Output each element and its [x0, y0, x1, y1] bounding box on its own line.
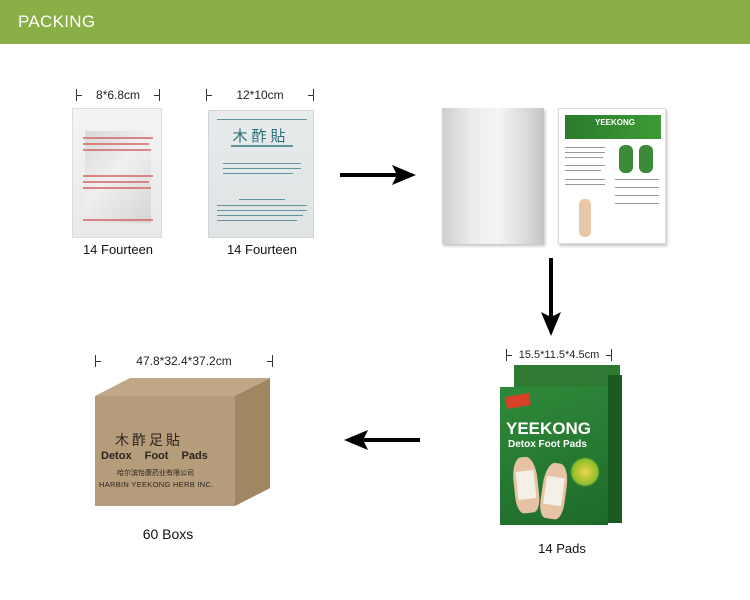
dimension-label: 12*10cm [236, 88, 284, 102]
flame-graphic [570, 457, 600, 487]
sachet-print-line [223, 163, 301, 164]
instruction-manual-image: YEEKONG [558, 108, 666, 244]
inner-pouch-image [72, 108, 162, 238]
manual-text-line [565, 165, 605, 166]
caption-sachet: 14 Fourteen [226, 242, 298, 257]
pouch-print-line [83, 175, 153, 177]
dimension-label: 8*6.8cm [95, 88, 141, 102]
pouch-print-line [83, 187, 151, 189]
dimension-tick-left-icon [95, 355, 103, 367]
foot-chart-right [639, 145, 653, 173]
arrow-left-icon [344, 430, 420, 450]
sachet-print-line [217, 220, 297, 221]
dimension-label: 15.5*11.5*4.5cm [518, 349, 600, 361]
paper-sachet-image: 木酢貼 [208, 110, 314, 238]
manual-text-line [565, 170, 601, 171]
sachet-print-line [217, 119, 307, 120]
dimension-tick-right-icon [604, 349, 612, 361]
manual-text-line [565, 147, 605, 148]
dimension-tick-right-icon [265, 355, 273, 367]
pouch-print-line [83, 149, 151, 151]
carton-print-en: Detox Foot Pads [101, 450, 208, 462]
carton-side [235, 378, 270, 506]
sachet-underline [231, 145, 293, 147]
foil-pouch-image [442, 108, 544, 244]
pouch-print-line [83, 181, 149, 183]
body-figure [579, 199, 591, 237]
carton-top [95, 378, 270, 396]
dimension-tick-left-icon [206, 89, 214, 101]
retail-box-image: YEEKONG Detox Foot Pads [500, 365, 622, 525]
dimension-sachet: 12*10cm [206, 88, 314, 102]
manual-text-line [615, 195, 659, 196]
dimension-tick-right-icon [306, 89, 314, 101]
foot-pad-left [515, 470, 537, 500]
section-header: PACKING [0, 0, 750, 44]
carton-print-cn: 木酢足貼 [115, 433, 183, 449]
carton-print-company: HARBIN YEEKONG HERB INC. [99, 480, 214, 489]
pouch-print-line [83, 143, 149, 145]
carton-print-company-cn: 哈尔滨怡康药业有限公司 [117, 470, 194, 477]
shipping-carton-image: 木酢足貼 Detox Foot Pads 哈尔滨怡康药业有限公司 HARBIN … [95, 378, 270, 506]
dimension-tick-left-icon [506, 349, 514, 361]
pouch-print-line [83, 137, 153, 139]
foot-pad-right [543, 475, 565, 507]
sachet-print-line [217, 215, 303, 216]
manual-banner: YEEKONG [565, 115, 661, 139]
pouch-pad [85, 131, 151, 223]
new-badge [505, 393, 531, 409]
sachet-print-line [223, 173, 293, 174]
dimension-carton: 47.8*32.4*37.2cm [95, 354, 273, 368]
manual-text-line [615, 187, 659, 188]
manual-text-line [565, 152, 605, 153]
retail-brand: YEEKONG [506, 419, 592, 438]
sachet-print-line [223, 168, 301, 169]
foot-chart-left [619, 145, 633, 173]
retail-box-front: YEEKONG Detox Foot Pads [500, 387, 608, 525]
retail-box-side [608, 375, 622, 523]
manual-text-line [615, 179, 659, 180]
sachet-print-line [217, 210, 307, 211]
arrow-down-icon [541, 258, 561, 336]
carton-front: 木酢足貼 Detox Foot Pads 哈尔滨怡康药业有限公司 HARBIN … [95, 396, 235, 506]
arrow-right-icon [340, 165, 416, 185]
dimension-pouch: 8*6.8cm [76, 88, 160, 102]
sachet-print-title: 木酢貼 [232, 127, 290, 145]
section-title: PACKING [18, 12, 96, 31]
pouch-print-line [83, 219, 153, 221]
retail-subtitle: Detox Foot Pads [508, 439, 587, 450]
caption-carton: 60 Boxs [142, 526, 194, 542]
manual-text-line [565, 184, 605, 185]
caption-retail-box: 14 Pads [538, 541, 586, 556]
caption-pouch: 14 Fourteen [82, 242, 154, 257]
dimension-tick-right-icon [152, 89, 160, 101]
manual-text-line [615, 203, 659, 204]
sachet-print-line [239, 199, 285, 200]
dimension-retail-box: 15.5*11.5*4.5cm [506, 348, 612, 362]
sachet-print-line [217, 205, 307, 206]
manual-text-line [565, 157, 603, 158]
dimension-label: 47.8*32.4*37.2cm [136, 354, 232, 368]
manual-brand: YEEKONG [595, 118, 636, 127]
dimension-tick-left-icon [76, 89, 84, 101]
manual-text-line [565, 179, 605, 180]
